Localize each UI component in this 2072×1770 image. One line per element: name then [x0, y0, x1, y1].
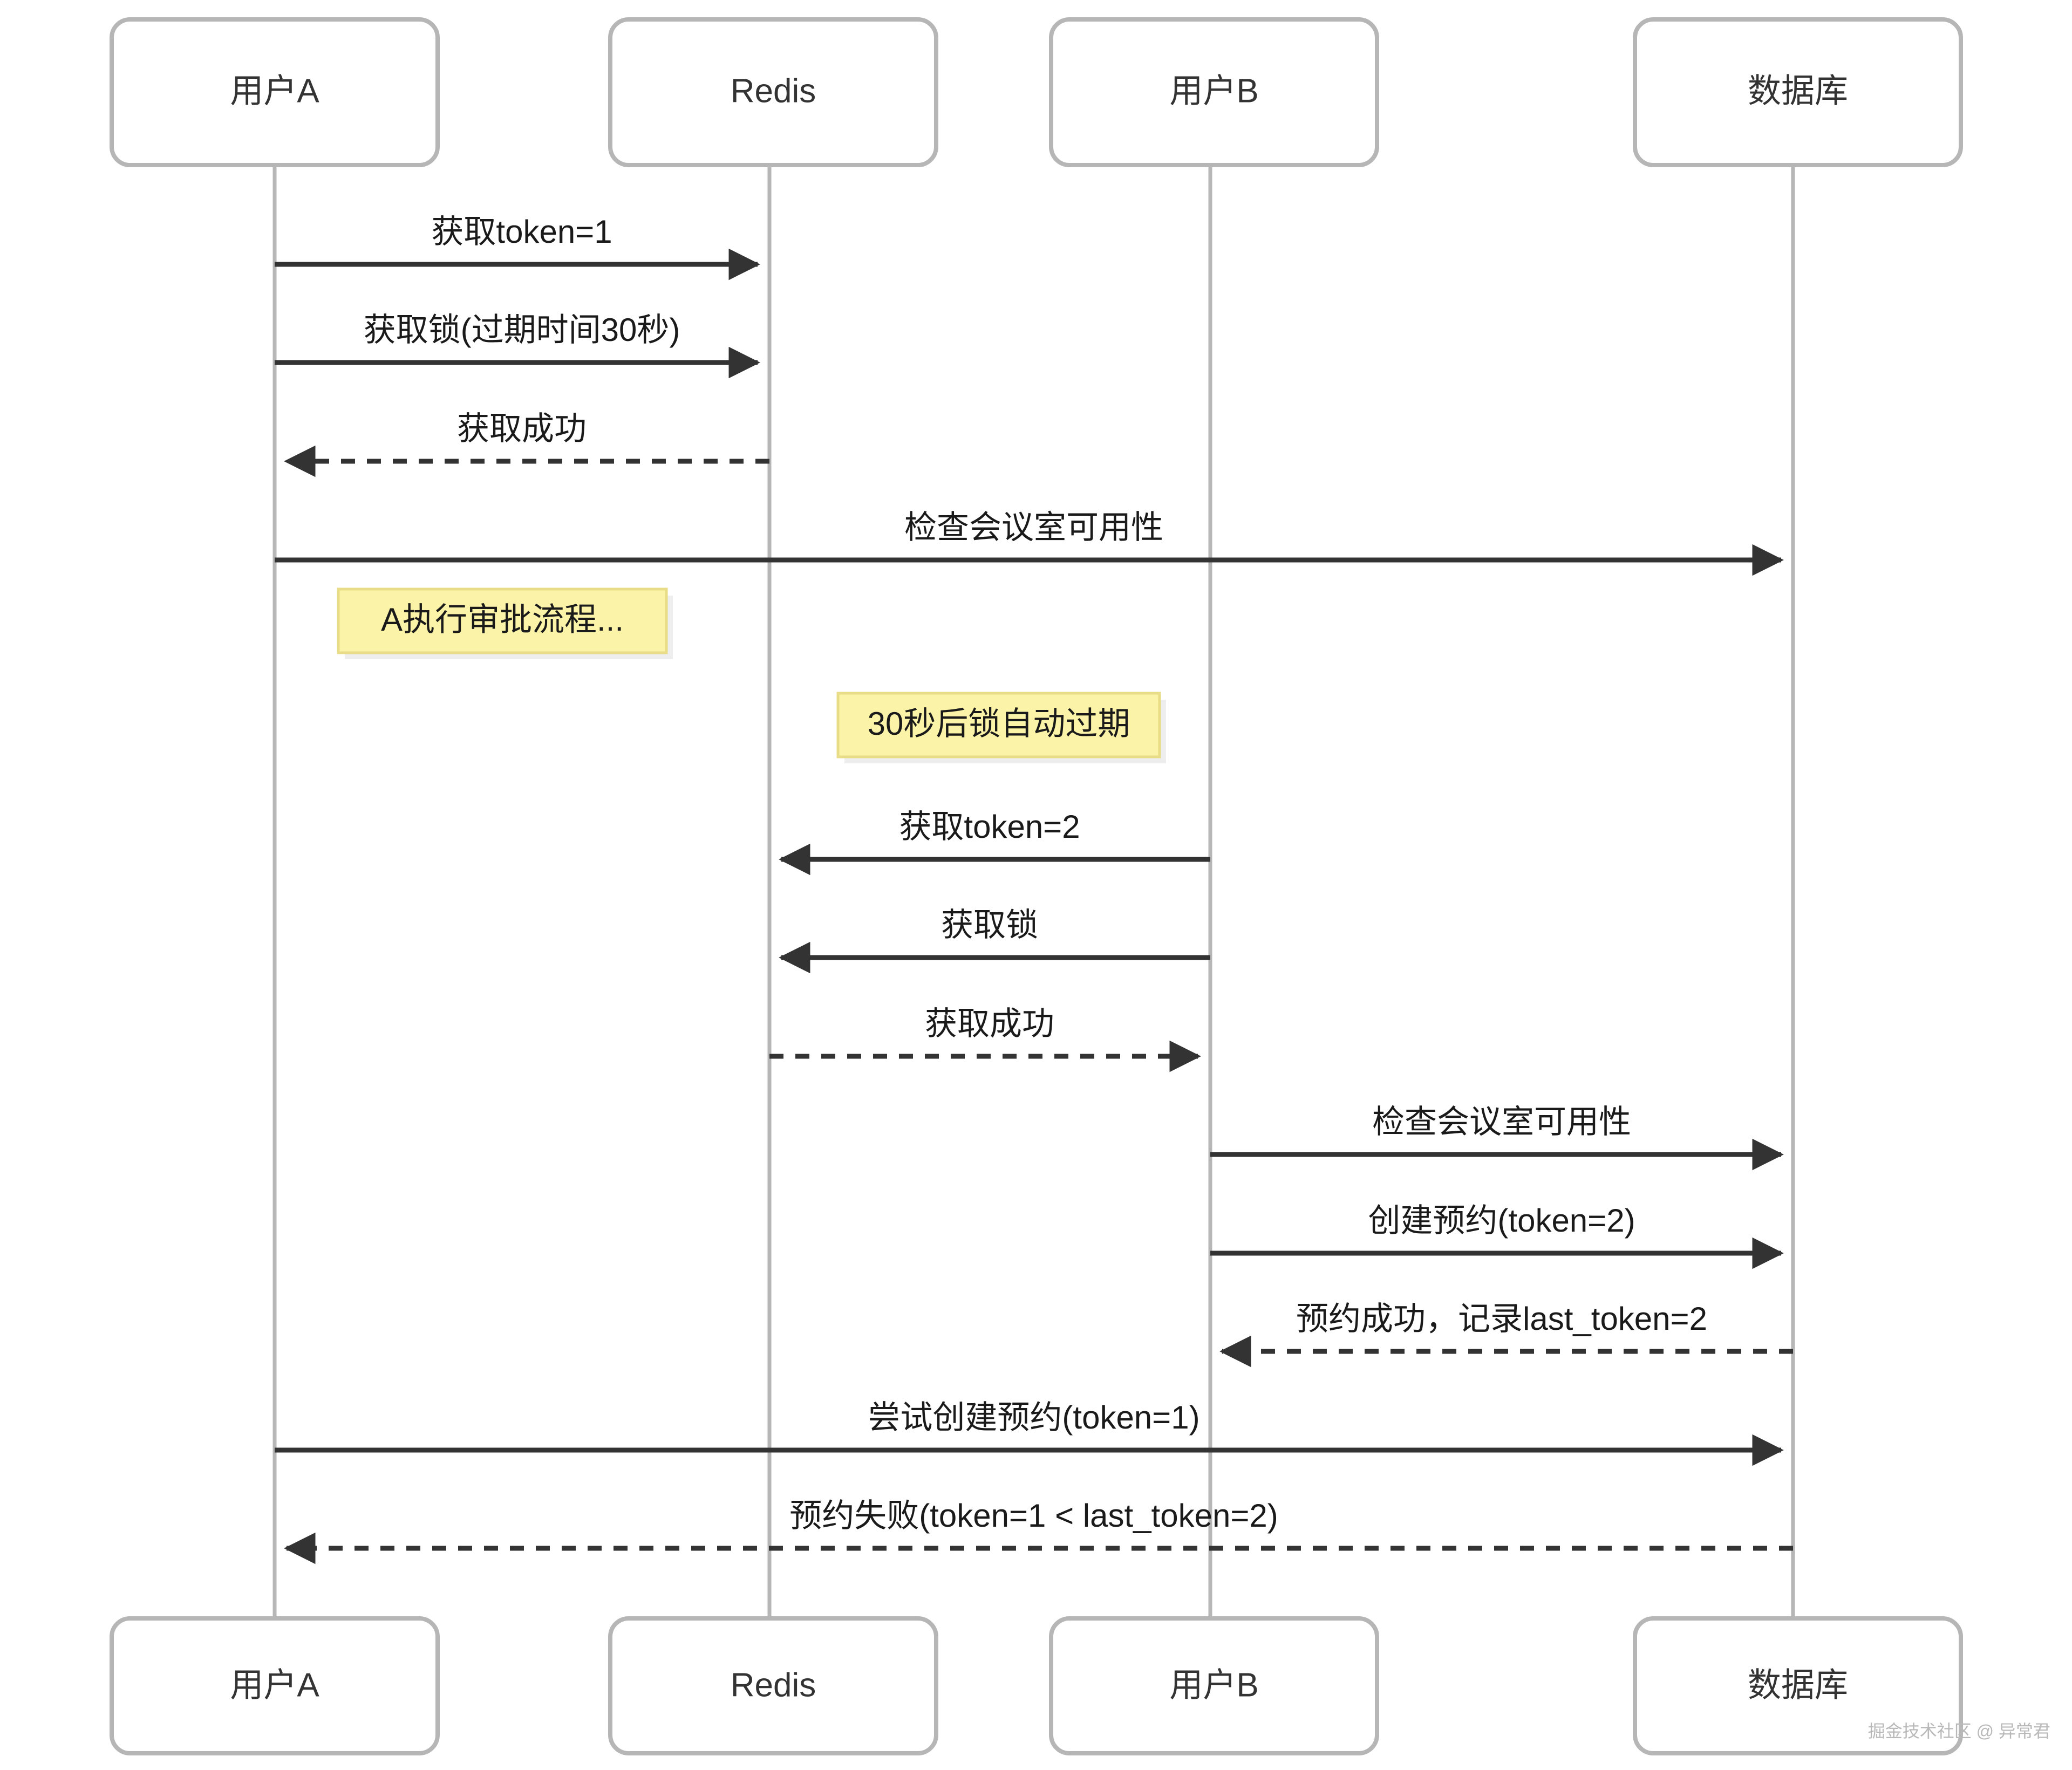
message-label-m11: 尝试创建预约(token=1)	[868, 1399, 1199, 1436]
message-m7: 获取成功	[769, 1006, 1201, 1072]
message-m9: 创建预约(token=2)	[1210, 1202, 1784, 1269]
message-m3: 获取成功	[284, 411, 769, 477]
participant-footer-redis[interactable]: Redis	[608, 1616, 938, 1755]
participant-box-userB[interactable]	[1049, 17, 1379, 167]
message-label-m3: 获取成功	[457, 411, 587, 447]
message-label-m6: 获取锁	[941, 907, 1038, 943]
note-n2: 30秒后锁自动过期	[836, 692, 1166, 763]
message-label-m4: 检查会议室可用性	[904, 509, 1163, 545]
participant-footer-userA[interactable]: 用户A	[110, 1616, 440, 1755]
message-m12: 预约失败(token=1 < last_token=2)	[284, 1498, 1793, 1564]
message-label-m2: 获取锁(过期时间30秒)	[364, 312, 680, 348]
participant-box-redis[interactable]	[608, 17, 938, 167]
lifelines	[272, 165, 1795, 1618]
note-n1: A执行审批流程...	[337, 587, 673, 659]
participant-label-userB: 用户B	[1169, 72, 1258, 110]
participant-header-db[interactable]: 数据库	[1633, 17, 1963, 167]
message-m10: 预约成功，记录last_token=2	[1219, 1301, 1793, 1368]
participant-box-userA[interactable]	[110, 17, 440, 167]
participant-header-userA[interactable]: 用户A	[110, 17, 440, 167]
message-label-m10: 预约成功，记录last_token=2	[1296, 1301, 1707, 1337]
participant-box-bottom-redis[interactable]	[608, 1616, 938, 1755]
note-label-n1: A执行审批流程...	[381, 602, 624, 638]
participant-header-redis[interactable]: Redis	[608, 17, 938, 167]
participant-label-bottom-userB: 用户B	[1169, 1666, 1258, 1704]
message-label-m9: 创建预约(token=2)	[1368, 1202, 1635, 1239]
note-box-n1	[337, 587, 668, 654]
message-m1: 获取token=1	[275, 214, 760, 281]
participant-label-redis: Redis	[731, 72, 816, 110]
watermark-text: 掘金技术社区 @ 异常君	[1868, 1721, 2050, 1741]
message-m8: 检查会议室可用性	[1210, 1104, 1784, 1171]
participant-header-userB[interactable]: 用户B	[1049, 17, 1379, 167]
message-label-m8: 检查会议室可用性	[1372, 1104, 1631, 1140]
message-label-m12: 预约失败(token=1 < last_token=2)	[789, 1498, 1278, 1534]
message-label-m1: 获取token=1	[431, 214, 612, 250]
note-box-n2	[836, 692, 1161, 758]
message-m4: 检查会议室可用性	[275, 509, 1784, 576]
participant-footer-userB[interactable]: 用户B	[1049, 1616, 1379, 1755]
participant-label-userA: 用户A	[230, 72, 319, 110]
note-label-n2: 30秒后锁自动过期	[868, 706, 1130, 742]
participant-label-db: 数据库	[1748, 72, 1848, 110]
message-m5: 获取token=2	[779, 809, 1210, 876]
participant-box-bottom-db[interactable]	[1633, 1616, 1963, 1755]
message-m2: 获取锁(过期时间30秒)	[275, 312, 760, 379]
message-label-m7: 获取成功	[925, 1006, 1054, 1042]
participant-label-bottom-db: 数据库	[1748, 1666, 1848, 1704]
participant-footer-db[interactable]: 数据库	[1633, 1616, 1963, 1755]
participant-box-bottom-userA[interactable]	[110, 1616, 440, 1755]
participant-label-bottom-redis: Redis	[731, 1666, 816, 1704]
participant-label-bottom-userA: 用户A	[230, 1666, 319, 1704]
message-label-m5: 获取token=2	[899, 809, 1080, 845]
participant-box-bottom-userB[interactable]	[1049, 1616, 1379, 1755]
message-m6: 获取锁	[779, 907, 1210, 974]
participant-box-db[interactable]	[1633, 17, 1963, 167]
message-m11: 尝试创建预约(token=1)	[275, 1399, 1784, 1466]
